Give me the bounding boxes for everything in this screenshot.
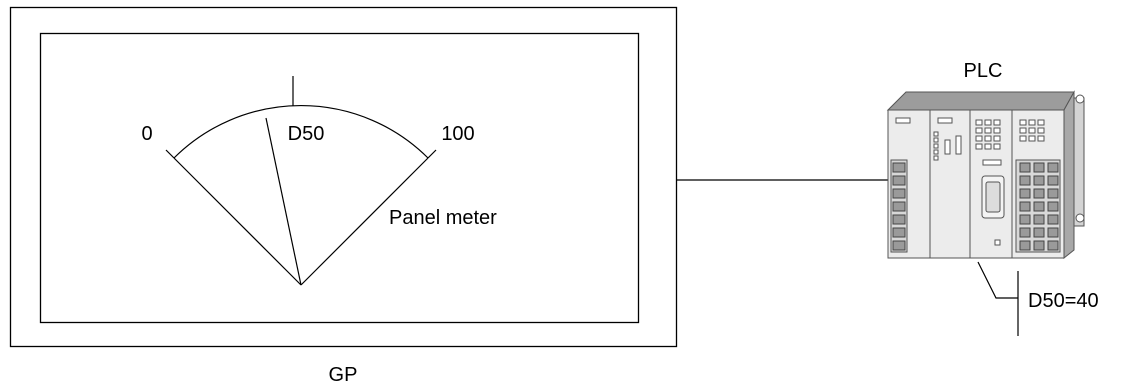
plc-top-face	[886, 91, 1075, 111]
meter-needle	[265, 117, 302, 286]
gp-device: GP	[9, 6, 678, 386]
plc-label: PLC	[964, 60, 1003, 82]
plc-module-icon	[886, 90, 1085, 260]
meter-scale-min: 0	[141, 123, 152, 145]
meter-scale-max: 100	[441, 123, 474, 145]
register-annotation: D50=40	[1028, 290, 1099, 312]
meter-caption: Panel meter	[389, 207, 497, 229]
gp-screen	[39, 32, 640, 324]
plc-side-face	[1063, 90, 1075, 260]
gp-label: GP	[329, 364, 358, 386]
panel-meter	[165, 76, 437, 286]
meter-right-edge	[300, 157, 429, 286]
register-annotation-leader	[977, 261, 1019, 336]
meter-max-tick	[427, 149, 437, 159]
meter-min-tick	[165, 149, 175, 159]
meter-pointer-label: D50	[288, 123, 325, 145]
meter-scale-arc	[173, 104, 429, 159]
meter-left-edge	[173, 157, 302, 286]
gp-outer-frame	[9, 6, 678, 348]
